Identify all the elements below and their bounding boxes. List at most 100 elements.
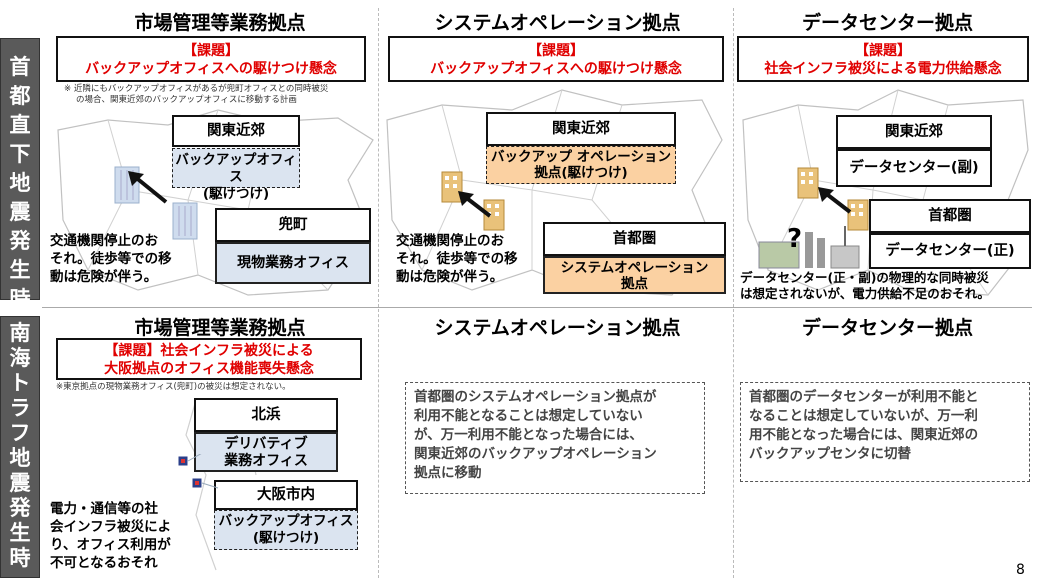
- building-icon: [441, 171, 463, 203]
- backup-office-box: バックアップオフィス (駆けつけ): [172, 148, 300, 202]
- side-char: 発: [9, 229, 31, 253]
- desc-line: は想定されないが、電力供給不足のおそれ。: [740, 286, 990, 301]
- issue-text: バックアップオフィスへの駆けつけ懸念: [430, 61, 682, 77]
- box-line: バックアップオフィス: [175, 152, 297, 185]
- desc-line: それ。徒歩等での移: [50, 251, 172, 267]
- desc-line: 交通機関停止のお: [50, 233, 158, 249]
- note-line: が、万一利用不能となった場合には、: [414, 427, 643, 443]
- site-office-box: 現物業務オフィス: [215, 242, 371, 284]
- note-line: の場合、関東近郊のバックアップオフィスに移動する計画: [76, 95, 297, 105]
- side-char: 生: [9, 521, 31, 545]
- system-ops-note-box: 首都圏のシステムオペレーション拠点が 利用不能となることは想定していない が、万…: [405, 382, 705, 494]
- side-char: 南: [9, 321, 31, 345]
- risk-description: 交通機関停止のお それ。徒歩等での移 動は危険が伴う。: [50, 232, 220, 286]
- side-char: ラ: [9, 396, 31, 420]
- desc-line: り、オフィス利用が: [50, 537, 171, 553]
- system-operation-box: システムオペレーション 拠点: [543, 256, 726, 294]
- heading-system-ops-top: システムオペレーション拠点: [434, 12, 681, 34]
- desc-line: 会インフラ被災によ: [50, 519, 172, 535]
- column-divider: [733, 8, 734, 578]
- region-label-kanto: 関東近郊: [836, 115, 992, 149]
- side-char: 地: [9, 171, 31, 195]
- issue-text: 【課題】社会インフラ被災による: [104, 343, 314, 359]
- heading-system-ops-bottom: システムオペレーション拠点: [434, 317, 681, 339]
- box-line: バックアップ オペレーション: [491, 149, 671, 165]
- side-char: 震: [9, 471, 31, 495]
- column-divider: [378, 8, 379, 578]
- issue-tag: 【課題】: [855, 43, 911, 59]
- map-background: [386, 89, 723, 296]
- side-char: 首: [9, 55, 31, 79]
- derivatives-office-box: デリバティブ 業務オフィス: [194, 432, 338, 472]
- region-label-kanto: 関東近郊: [486, 112, 676, 146]
- site-label-kitahama: 北浜: [194, 398, 338, 432]
- datacenter-sub-box: データセンター(副): [836, 149, 992, 187]
- box-line: バックアップオフィス: [218, 513, 354, 529]
- note-line: 拠点に移動: [414, 465, 482, 481]
- backup-office-box-osaka: バックアップオフィス (駆けつけ): [214, 510, 358, 550]
- site-label-shutoken: 首都圏: [543, 222, 726, 256]
- issue-box-market-top: 【課題】 バックアップオフィスへの駆けつけ懸念: [56, 36, 366, 82]
- risk-description: 電力・通信等の社 会インフラ被災によ り、オフィス利用が 不可となるおそれ: [50, 500, 220, 572]
- side-char: 下: [9, 142, 31, 166]
- box-line: (駆けつけ): [252, 530, 320, 546]
- note-line: 利用不能となることは想定していない: [414, 408, 643, 424]
- note-line: なることは想定していないが、万一利: [749, 408, 978, 424]
- note-line: 首都圏のデータセンターが利用不能と: [749, 389, 979, 405]
- building-icon: [797, 167, 819, 199]
- site-label-osaka: 大阪市内: [214, 480, 358, 510]
- location-marker: [177, 454, 202, 467]
- issue-text: 社会インフラ被災による電力供給懸念: [764, 61, 1002, 77]
- backup-operation-box: バックアップ オペレーション 拠点(駆けつけ): [486, 146, 676, 184]
- box-line: (駆けつけ): [202, 186, 270, 202]
- side-char: 発: [9, 496, 31, 520]
- side-char: ト: [9, 371, 31, 395]
- issue-tag: 【課題】: [183, 43, 239, 59]
- issue-text: 大阪拠点のオフィス機能喪失懸念: [104, 361, 314, 377]
- desc-line: それ。徒歩等での移: [396, 251, 518, 267]
- side-char: 生: [9, 258, 31, 282]
- heading-market-ops-top: 市場管理等業務拠点: [134, 12, 306, 34]
- side-label-nankai: 南 海 ト ラ フ 地 震 発 生 時: [0, 316, 40, 578]
- desc-line: 交通機関停止のお: [396, 233, 504, 249]
- datacenter-note-box: 首都圏のデータセンターが利用不能と なることは想定していないが、万一利 用不能と…: [740, 382, 1030, 482]
- side-char: 震: [9, 200, 31, 224]
- note-line: バックアップセンタに切替: [749, 446, 911, 462]
- building-icon: [483, 199, 505, 231]
- region-label-kanto: 関東近郊: [172, 115, 300, 147]
- building-icon: [847, 199, 869, 231]
- side-char: 海: [9, 346, 31, 370]
- box-line: 拠点(駆けつけ): [534, 165, 628, 181]
- desc-line: 動は危険が伴う。: [396, 269, 504, 285]
- side-char: 時: [9, 546, 31, 570]
- note-line: 首都圏のシステムオペレーション拠点が: [414, 389, 657, 405]
- page-number: 8: [1016, 562, 1025, 578]
- note-line: 関東近郊のバックアップオペレーション: [414, 446, 657, 462]
- heading-market-ops-bottom: 市場管理等業務拠点: [134, 317, 306, 339]
- issue-text: バックアップオフィスへの駆けつけ懸念: [85, 61, 337, 77]
- issue-box-system-top: 【課題】 バックアップオフィスへの駆けつけ懸念: [388, 36, 724, 82]
- arrow-icon: [128, 171, 168, 204]
- site-label-shutoken: 首都圏: [869, 199, 1031, 233]
- desc-line: データセンター(正・副)の物理的な同時被災: [740, 270, 989, 285]
- desc-line: 電力・通信等の社: [50, 501, 158, 517]
- note-market-bottom: ※東京拠点の現物業務オフィス(兜町)の被災は想定されない。: [56, 382, 291, 392]
- site-label-kabutocho: 兜町: [215, 208, 371, 242]
- building-icon: [172, 202, 198, 240]
- issue-box-datacenter-top: 【課題】 社会インフラ被災による電力供給懸念: [737, 36, 1029, 82]
- box-line: デリバティブ: [224, 436, 308, 452]
- side-label-shuto: 首 都 直 下 地 震 発 生 時: [0, 38, 40, 311]
- side-char: 都: [9, 84, 31, 108]
- location-marker: [191, 477, 219, 489]
- heading-datacenter-top: データセンター拠点: [801, 12, 973, 34]
- note-line: ※ 近隣にもバックアップオフィスがあるが兜町オフィスとの同時被災: [64, 84, 329, 94]
- risk-description: データセンター(正・副)の物理的な同時被災 は想定されないが、電力供給不足のおそ…: [740, 270, 1032, 302]
- issue-tag: 【課題】: [528, 43, 584, 59]
- power-plant-icon: [758, 226, 860, 269]
- note-market-top: ※ 近隣にもバックアップオフィスがあるが兜町オフィスとの同時被災 の場合、関東近…: [64, 84, 374, 106]
- side-char: 時: [9, 287, 31, 311]
- heading-datacenter-bottom: データセンター拠点: [801, 317, 973, 339]
- side-char: 直: [9, 113, 31, 137]
- datacenter-main-box: データセンター(正): [869, 233, 1031, 269]
- risk-description: 交通機関停止のお それ。徒歩等での移 動は危険が伴う。: [396, 232, 556, 286]
